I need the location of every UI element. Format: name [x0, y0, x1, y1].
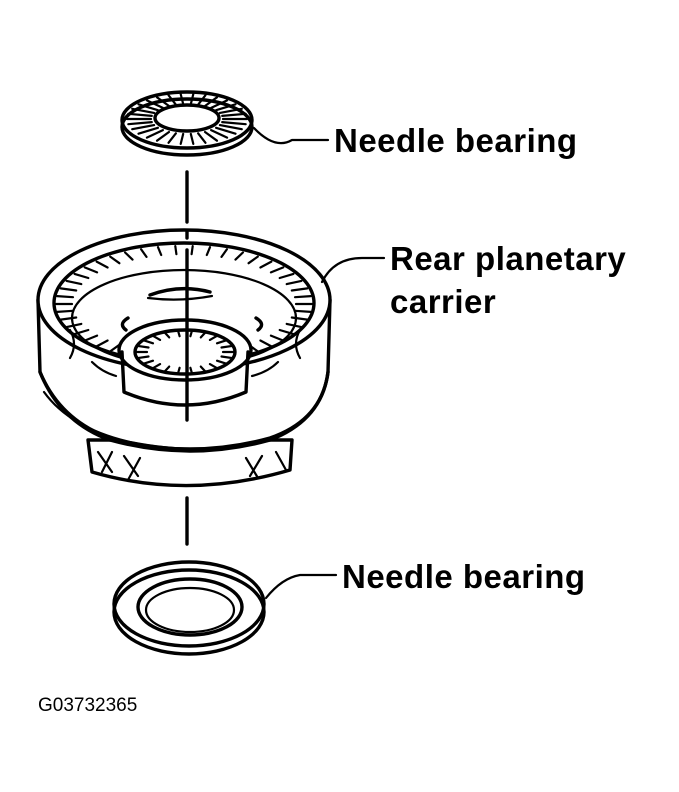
label-top-needle-bearing: Needle bearing	[334, 122, 578, 159]
label-rear-planetary-carrier-line2: carrier	[390, 283, 496, 320]
label-rear-planetary-carrier-line1: Rear planetary	[390, 240, 626, 277]
rear-planetary-carrier	[36, 228, 332, 488]
top-needle-bearing	[120, 90, 254, 157]
label-bottom-needle-bearing: Needle bearing	[342, 558, 586, 595]
bottom-needle-bearing	[112, 560, 266, 656]
leader-lines	[252, 126, 386, 600]
figure-id: G03732365	[38, 695, 137, 716]
